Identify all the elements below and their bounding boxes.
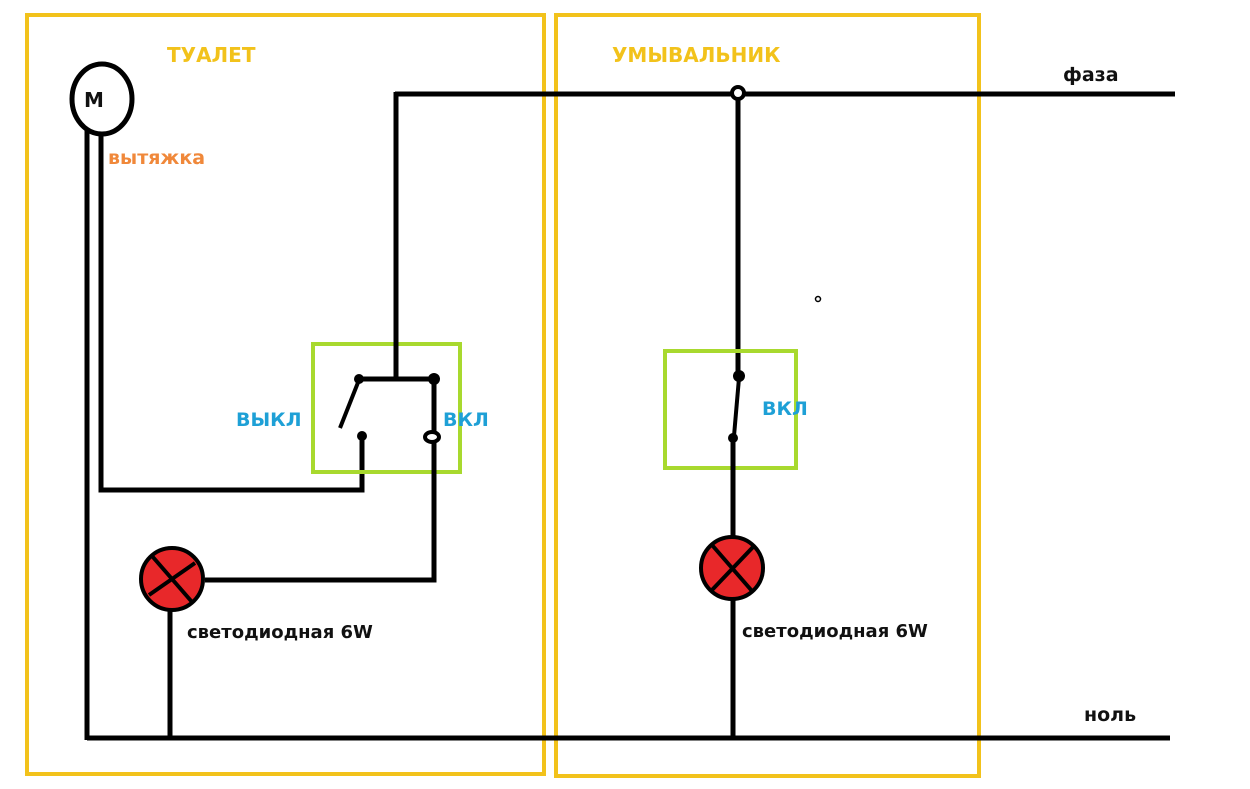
motor-symbol [69,61,135,137]
motor-symbol-label: M [84,88,104,112]
switch-lever [732,377,741,437]
room-border-washbasin [554,13,981,778]
room-title-toilet: ТУАЛЕТ [167,43,256,67]
toilet-lamp-wire [205,440,437,583]
lamp-icon [699,535,765,601]
switch-box-toilet [311,342,462,474]
lamp-label-washbasin: светодиодная 6W [742,621,928,642]
motor-wire-switched [98,132,365,493]
switch-contact [357,431,367,441]
switch-on-label-washbasin: ВКЛ [762,398,808,420]
lamp-label-toilet: светодиодная 6W [187,622,373,643]
lamp-icon [139,546,205,612]
switch-contact [733,370,745,382]
neutral-label: ноль [1084,704,1136,726]
switch-off-label: ВЫКЛ [236,409,301,431]
fan-label: вытяжка [108,147,205,169]
switch-lever [338,379,361,429]
room-title-washbasin: УМЫВАЛЬНИК [612,43,781,67]
stray-dot [814,295,822,303]
phase-junction [730,85,746,101]
phase-label: фаза [1063,64,1119,86]
switch-on-label: ВКЛ [443,409,489,431]
room-border-toilet [25,13,546,776]
